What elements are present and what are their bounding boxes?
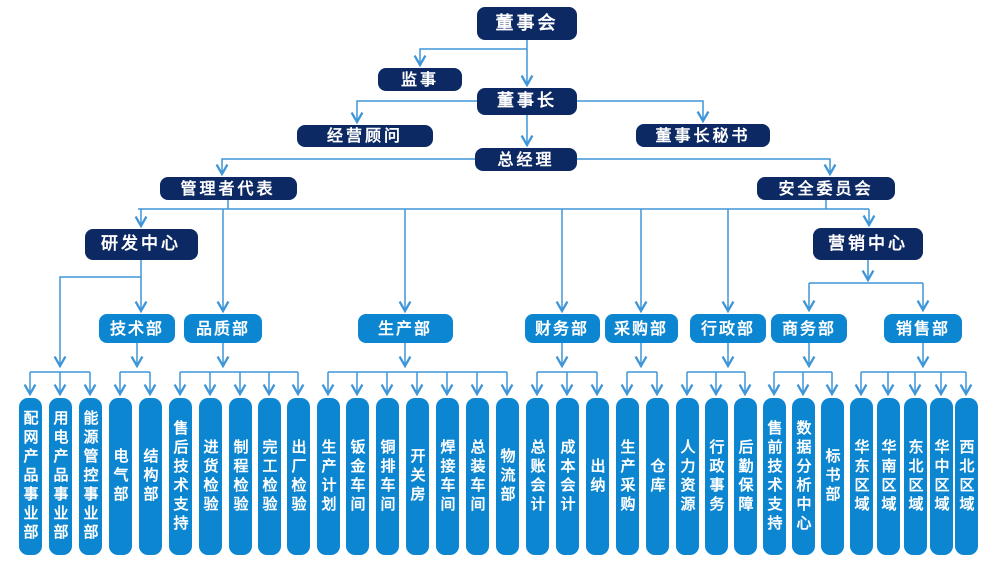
org-node-sheet-metal: 钣金车间 [345,398,369,555]
org-node-general-ledger: 总账会计 [525,398,549,555]
org-node-electrical: 电气部 [108,398,132,555]
org-node-sales: 销售部 [884,314,962,343]
connector-line [420,48,527,65]
org-node-cashier: 出纳 [585,398,609,555]
org-node-copper-busbar: 铜排车间 [375,398,399,555]
org-node-rep: 管理者代表 [159,177,297,200]
org-node-tech: 技术部 [99,314,175,343]
org-node-final-assembly: 总装车间 [465,398,489,555]
org-node-northwest: 西北区域 [954,398,978,555]
org-node-secretary: 董事长秘书 [636,124,770,147]
org-node-admin: 行政部 [690,314,766,343]
org-node-board: 董事会 [477,7,577,40]
org-node-finance: 财务部 [524,314,600,343]
org-node-tender: 标书部 [820,398,844,555]
connector-line [577,100,703,121]
org-node-completion-inspection: 完工检验 [257,398,281,555]
connector-line [222,158,475,174]
org-node-east-china: 华东区域 [849,398,873,555]
org-node-incoming-inspection: 进货检验 [198,398,222,555]
org-node-central-china: 华中区域 [929,398,953,555]
org-node-south-china: 华南区域 [876,398,900,555]
org-node-welding: 焊接车间 [435,398,459,555]
org-node-commerce: 商务部 [771,314,847,343]
org-node-logistics-support: 后勤保障 [733,398,757,555]
org-node-purchasing: 采购部 [604,314,678,343]
org-node-switch-room: 开关房 [405,398,429,555]
org-node-supervisor: 监事 [378,68,462,91]
org-node-data-analysis: 数据分析中心 [791,398,815,555]
org-node-advisor: 经营顾问 [297,125,433,147]
org-node-warehouse: 仓库 [645,398,669,555]
org-node-safety: 安全委员会 [757,177,895,200]
org-node-chairman: 董事长 [477,88,577,115]
org-node-production: 生产部 [357,314,453,343]
org-node-marketing: 营销中心 [813,228,923,260]
org-node-cost-accounting: 成本会计 [555,398,579,555]
org-node-structure: 结构部 [138,398,162,555]
org-node-production-procurement: 生产采购 [615,398,639,555]
org-node-rnd: 研发中心 [84,229,198,260]
org-node-logistics: 物流部 [495,398,519,555]
org-node-admin-affairs: 行政事务 [704,398,728,555]
org-node-quality: 品质部 [184,314,262,343]
org-node-energy-mgmt: 能源管控事业部 [78,398,102,555]
connector-line [577,158,830,174]
org-node-process-inspection: 制程检验 [228,398,252,555]
org-node-production-planning: 生产计划 [316,398,340,555]
org-node-outgoing-inspection: 出厂检验 [286,398,310,555]
org-node-hr: 人力资源 [675,398,699,555]
connector-line [60,276,141,366]
org-node-power-products: 用电产品事业部 [48,398,72,555]
org-node-gm: 总经理 [475,148,577,171]
connector-line [357,100,477,122]
org-node-northeast: 东北区域 [903,398,927,555]
org-node-dist-products: 配网产品事业部 [18,398,42,555]
org-node-aftersales-support: 售后技术支持 [168,398,192,555]
org-node-presales-support: 售前技术支持 [762,398,786,555]
